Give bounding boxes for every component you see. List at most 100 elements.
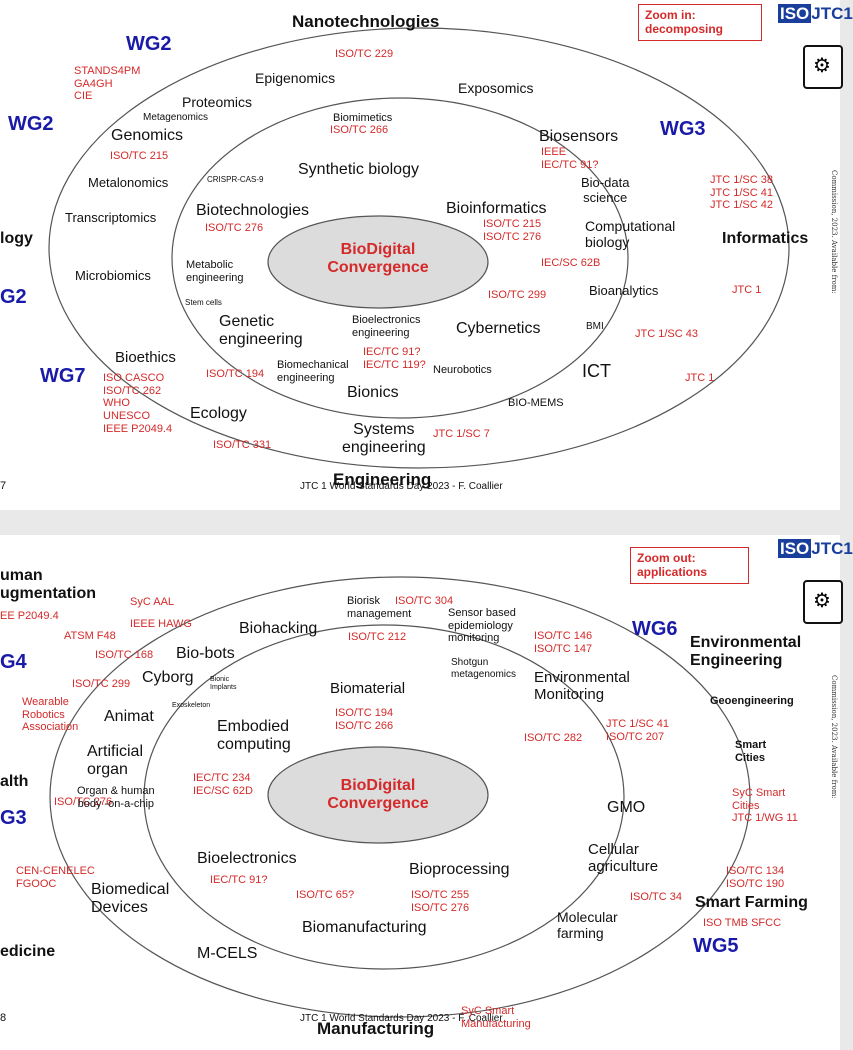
label: Bioanalytics <box>589 283 659 298</box>
label: Manufacturing <box>317 1019 435 1038</box>
label: IEC/TC 91? IEC/TC 119? <box>363 346 426 371</box>
label: edicine <box>0 943 56 960</box>
label: Bionic Implants <box>210 676 237 692</box>
wg-label: WG3 <box>660 118 706 140</box>
label: Biohacking <box>239 620 318 637</box>
label: ISO/TC 194 <box>206 368 265 380</box>
center-ellipse <box>267 215 489 309</box>
wg-label: WG7 <box>40 365 86 387</box>
label: Sensor based epidemiology monitoring <box>448 607 516 645</box>
label: ISO/TC 299 <box>72 678 131 690</box>
label: ISO/TC 168 <box>95 649 154 661</box>
outer-ellipse <box>48 27 790 469</box>
label: Genetic engineering <box>219 313 303 349</box>
label: BMI <box>586 321 604 332</box>
label: Transcriptomics <box>65 210 157 225</box>
label: Stem cells <box>185 298 222 307</box>
label: Exposomics <box>458 80 534 96</box>
label: IEEE HAWG <box>130 618 192 630</box>
label: logy <box>0 230 33 247</box>
label: Exoskeleton <box>172 702 211 709</box>
footer: JTC 1 World Standards Day 2023 - F. Coal… <box>300 1013 503 1024</box>
label: STANDS4PM GA4GH CIE <box>74 65 141 103</box>
wg-label: G2 <box>0 286 27 308</box>
label: JTC 1 <box>732 284 762 296</box>
label: ISO/TC 266 <box>330 124 389 136</box>
chip-icon: ⚙ <box>803 580 843 624</box>
label: Biorisk management <box>347 595 412 620</box>
label: uman ugmentation <box>0 567 96 603</box>
label: Biomedical Devices <box>91 881 170 917</box>
label: Environmental Engineering <box>690 634 802 670</box>
label: ISO/TC 134 ISO/TC 190 <box>726 865 785 890</box>
label: ISO/TC 299 <box>488 289 547 301</box>
label: Bionics <box>347 384 399 401</box>
label: Biomaterial <box>330 680 406 697</box>
wg-label: WG5 <box>693 935 739 957</box>
label: Epigenomics <box>255 70 336 86</box>
label: ISO/TC 194 ISO/TC 266 <box>335 707 394 732</box>
label: Organ & human body -on-a-chip <box>77 785 155 810</box>
label: ISO CASCO ISO/TC 262 WHO UNESCO IEEE P20… <box>103 372 173 435</box>
zoom-label: Zoom out: applications <box>630 547 749 584</box>
label: ISO/TC 34 <box>630 891 682 903</box>
label: ISO/TC 65? <box>296 889 355 901</box>
label: Environmental Monitoring <box>534 669 630 704</box>
label: ISO/TC 215 ISO/TC 276 <box>483 218 542 243</box>
label: Cellular agriculture <box>588 841 659 876</box>
label: Neurobotics <box>433 364 492 376</box>
label: Smart Farming <box>695 894 808 911</box>
label: Biosensors <box>539 128 619 145</box>
label: Artificial organ <box>87 743 144 779</box>
label: ISO/TC 282 <box>524 732 583 744</box>
label: Ecology <box>190 405 247 422</box>
ellipse-diagram <box>49 576 751 1018</box>
label: Biomanufacturing <box>302 919 427 936</box>
label: SyC Smart Manufacturing <box>461 1005 531 1030</box>
label: SyC AAL <box>130 596 175 608</box>
label: Nanotechnologies <box>292 12 440 31</box>
label: JTC 1/SC 7 <box>433 428 490 440</box>
label: IEC/TC 234 IEC/SC 62D <box>193 772 253 797</box>
label: Metagenomics <box>143 112 209 123</box>
label: Biomechanical engineering <box>277 359 349 384</box>
label: M-CELS <box>197 945 258 962</box>
center-label: BioDigital Convergence <box>327 777 429 813</box>
label: ISO/TC 331 <box>213 439 272 451</box>
wg-label: WG6 <box>632 618 678 640</box>
label: Bioelectronics <box>197 850 297 867</box>
label: Biotechnologies <box>196 202 309 219</box>
label: Cyborg <box>142 669 194 686</box>
outer-ellipse <box>49 576 751 1018</box>
label: ISO/TC 229 <box>335 48 394 60</box>
label: Informatics <box>722 230 809 247</box>
label: ISO/TC 255 ISO/TC 276 <box>411 889 470 914</box>
label: JTC 1/SC 38 JTC 1/SC 41 JTC 1/SC 42 <box>710 174 773 212</box>
label: Systems engineering <box>342 421 426 457</box>
label: JTC 1/SC 43 <box>635 328 698 340</box>
ellipse-diagram <box>48 27 790 469</box>
label: alth <box>0 773 29 790</box>
label: IEC/TC 91? <box>210 874 268 886</box>
center-ellipse <box>267 746 489 844</box>
label: Proteomics <box>182 94 253 110</box>
label: Computational biology <box>585 218 676 251</box>
label: ATSM F48 <box>64 630 116 642</box>
label: Cybernetics <box>456 320 541 337</box>
middle-ellipse <box>171 97 629 419</box>
label: Engineering <box>333 470 432 489</box>
label: Bioprocessing <box>409 861 510 878</box>
label: Bioinformatics <box>446 200 547 217</box>
label: ISO/TC 276 <box>205 222 264 234</box>
label: EE P2049.4 <box>0 610 59 622</box>
label: Bio-bots <box>176 645 235 662</box>
label: ISO/TC 276 <box>54 796 113 808</box>
label: Synthetic biology <box>298 161 419 178</box>
label: Metabolic engineering <box>186 259 244 284</box>
wg-label: WG2 <box>126 33 172 55</box>
label: Bioelectronics engineering <box>352 314 421 339</box>
page-number: 7 <box>0 480 7 492</box>
label: Geoengineering <box>710 695 794 707</box>
center-label: BioDigital Convergence <box>327 241 429 277</box>
